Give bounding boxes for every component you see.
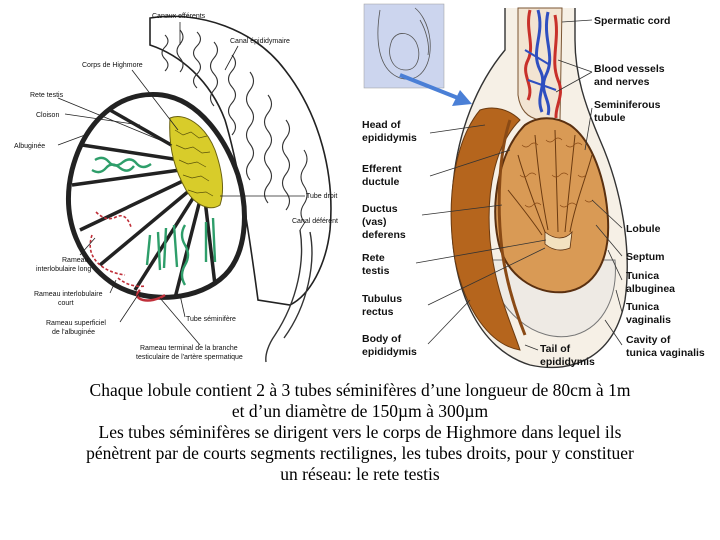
caption-line-5: un réseau: le rete testis [280,464,440,484]
label-canal-epididymaire: Canal épididymaire [230,38,290,45]
label-head-1: Head of [362,119,401,131]
ductus-deferens [497,119,527,336]
label-cavity-2: tunica vaginalis [626,347,705,359]
label-rameau-court-1: Rameau interlobulaire [34,291,103,298]
blood-vessels [524,9,562,119]
septa [71,108,217,299]
label-tubulus-1: Tubulus [362,293,402,305]
epididymis [450,107,521,351]
label-body-1: Body of [362,333,402,345]
caption-line-1: Chaque lobule contient 2 à 3 tubes sémin… [89,380,631,400]
label-rameau-sup-2: de l'albuginée [52,329,95,336]
label-canaux-efferents: Canaux efférents [152,13,206,20]
label-efferent-2: ductule [362,176,399,188]
label-rameau-court-2: court [58,300,74,307]
label-blood-vessels-2: and nerves [594,76,650,88]
label-seminiferous-2: tubule [594,112,626,124]
label-tubulus-2: rectus [362,306,394,318]
label-seminiferous-1: Seminiferous [594,99,661,111]
lobules [507,129,593,236]
label-blood-vessels-1: Blood vessels [594,63,665,75]
label-septum: Septum [626,251,665,263]
leader-lines [57,22,306,346]
rete-testis-mesh [174,129,214,197]
label-body-2: epididymis [362,346,417,358]
epididymal-duct-coils [161,29,308,223]
artery-branch [136,289,166,302]
tubule-texture [519,137,594,208]
label-tunica-alb-2: albuginea [626,283,675,295]
epididymis-outline [149,15,332,306]
label-rete-testis: Rete testis [30,92,64,99]
caption: Chaque lobule contient 2 à 3 tubes sémin… [30,380,690,485]
caption-line-3: Les tubes séminifères se dirigent vers l… [98,422,622,442]
label-tube-droit: Tube droit [306,193,337,200]
label-rameau-long-1: Rameau [62,257,89,264]
label-tail-2: epididymis [540,356,595,368]
label-cavity-1: Cavity of [626,334,671,346]
rete-testis [544,230,573,251]
label-rameau-sup-1: Rameau superficiel [46,320,106,327]
label-spermatic-cord: Spermatic cord [594,15,670,27]
label-head-2: epididymis [362,132,417,144]
label-lobule: Lobule [626,223,661,235]
testis-body [494,117,610,294]
arteries [89,211,147,288]
label-rameau-long-2: interlobulaire long [36,266,91,273]
label-rameau-term-2: testiculaire de l'artère spermatique [136,354,243,361]
caption-line-4: pénètrent par de courts segments rectili… [86,443,634,463]
label-cloison: Cloison [36,112,59,119]
label-efferent-1: Efferent [362,163,402,175]
label-albuginee: Albuginée [14,143,45,150]
label-tube-seminifere: Tube séminifère [186,316,236,323]
label-ductus-2: (vas) [362,216,387,228]
label-tunica-vag-1: Tunica [626,301,659,313]
label-rete-2: testis [362,265,390,277]
label-tunica-vag-2: vaginalis [626,314,671,326]
leader-lines [415,19,623,351]
pointer-arrow [399,73,472,106]
label-ductus-1: Ductus [362,203,398,215]
english-testis-diagram: Spermatic cord Blood vessels and nerves … [362,3,705,369]
label-tunica-alb-1: Tunica [626,270,659,282]
seminiferous-tubules [91,156,217,286]
label-corps-highmore: Corps de Highmore [82,62,143,69]
label-rete-1: Rete [362,252,385,264]
label-tail-1: Tail of [540,343,571,355]
french-testis-diagram: Canaux efférents Canal épididymaire Corp… [14,13,338,363]
canal-deferent [265,229,313,363]
caption-line-2: et d’un diamètre de 150µm à 300µm [231,401,489,421]
label-ductus-3: deferens [362,229,406,241]
label-canal-deferent: Canal déférent [292,218,338,225]
location-thumbnail [363,3,445,89]
label-rameau-term-1: Rameau terminal de la branche [140,345,238,352]
